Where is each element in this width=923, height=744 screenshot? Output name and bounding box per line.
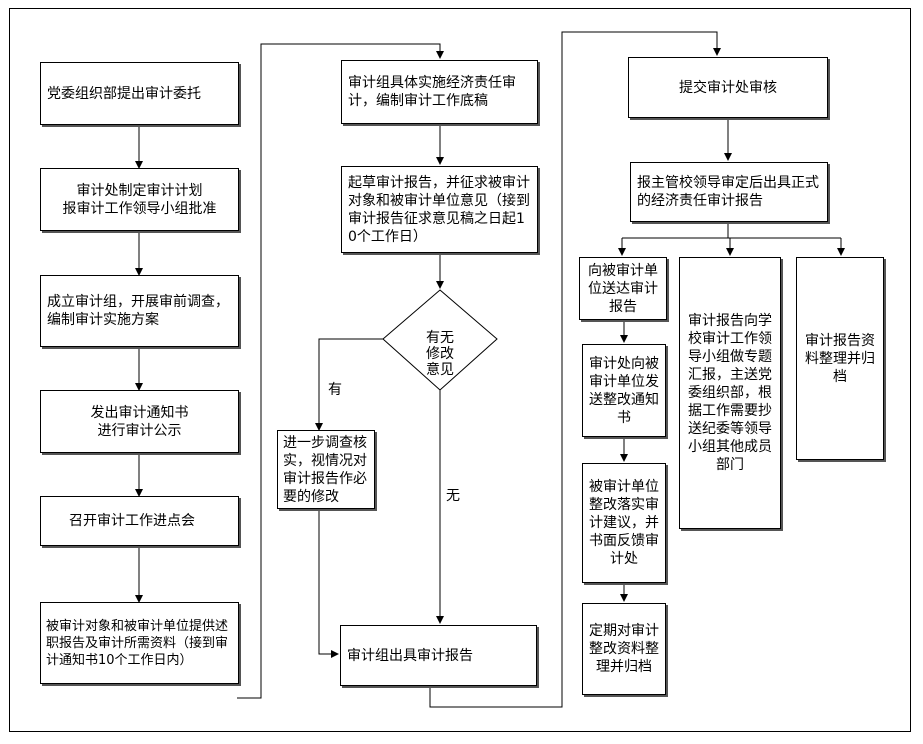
- step-submit-review-text: 提交审计处审核: [679, 79, 777, 96]
- step-audit-notice-text: 发出审计通知书 进行审计公示: [90, 404, 189, 439]
- decision-label-text: 有无 修改 意见: [426, 330, 454, 378]
- step-draft-report: 起草审计报告，并征求被审计对象和被审计单位意见（接到审计报告征求意见稿之日起10…: [341, 166, 538, 253]
- step-periodic-archive: 定期对审计整改资料整理并归档: [582, 603, 666, 695]
- step-audit-notice: 发出审计通知书 进行审计公示: [40, 390, 239, 453]
- step-implement-rectification-text: 被审计单位整改落实审计建议，并书面反馈审计处: [589, 479, 659, 567]
- no-label: 无: [446, 488, 460, 504]
- diagram-frame: [9, 8, 911, 732]
- decision-diamond: [382, 289, 498, 391]
- yes-label: 有: [328, 382, 342, 398]
- step-audit-plan: 审计处制定审计计划 报审计工作领导小组批准: [40, 168, 239, 231]
- arrow-yes-final: [318, 509, 339, 658]
- step-deliver-report-text: 向被审计单位送达审计报告: [588, 262, 658, 315]
- arrow-final-r1: [429, 31, 721, 708]
- step-entry-meeting: 召开审计工作进点会: [40, 496, 239, 546]
- step-audit-plan-text: 审计处制定审计计划 报审计工作领导小组批准: [62, 182, 217, 217]
- step-report-to-leaders: 审计报告向学校审计工作领导小组做专题汇报，主送党委组织部，根据工作需要抄送纪委等…: [679, 257, 781, 529]
- step-audit-commission-text: 党委组织部提出审计委托: [47, 85, 201, 102]
- step-archive-report: 审计报告资料整理并归档: [796, 257, 884, 460]
- step-implement-rectification: 被审计单位整改落实审计建议，并书面反馈审计处: [582, 463, 666, 583]
- decision-label: 有无 修改 意见: [405, 314, 475, 378]
- step-leader-approval: 报主管校领导审定后出具正式的经济责任审计报告: [630, 162, 828, 222]
- step-issue-report-text: 审计组出具审计报告: [347, 647, 473, 664]
- step-leader-approval-text: 报主管校领导审定后出具正式的经济责任审计报告: [637, 175, 819, 209]
- step-audit-commission: 党委组织部提出审计委托: [40, 62, 239, 125]
- step-form-audit-team-text: 成立审计组，开展审前调查，编制审计实施方案: [47, 294, 229, 328]
- step-implement-audit-text: 审计组具体实施经济责任审计，编制审计工作底稿: [348, 75, 516, 109]
- step-further-investigation: 进一步调查核实，视情况对审计报告作必要的修改: [277, 430, 375, 509]
- step-rectification-notice-text: 审计处向被审计单位发送整改通知书: [589, 355, 659, 426]
- step-entry-meeting-text: 召开审计工作进点会: [69, 513, 195, 529]
- step-provide-materials-text: 被审计对象和被审计单位提供述职报告及审计所需资料（接到审计通知书10个工作日内）: [46, 618, 229, 668]
- step-further-investigation-text: 进一步调查核实，视情况对审计报告作必要的修改: [283, 434, 367, 505]
- step-report-to-leaders-text: 审计报告向学校审计工作领导小组做专题汇报，主送党委组织部，根据工作需要抄送纪委等…: [688, 313, 772, 473]
- arrow-decision-yes: [315, 338, 383, 431]
- arrow-s6-m1: [237, 43, 444, 699]
- step-provide-materials: 被审计对象和被审计单位提供述职报告及审计所需资料（接到审计通知书10个工作日内）: [40, 602, 239, 684]
- step-submit-review: 提交审计处审核: [628, 57, 828, 118]
- step-periodic-archive-text: 定期对审计整改资料整理并归档: [589, 623, 659, 675]
- step-rectification-notice: 审计处向被审计单位发送整改通知书: [582, 344, 666, 437]
- step-form-audit-team: 成立审计组，开展审前调查，编制审计实施方案: [40, 275, 239, 347]
- step-issue-report: 审计组出具审计报告: [340, 625, 537, 686]
- step-implement-audit: 审计组具体实施经济责任审计，编制审计工作底稿: [341, 60, 538, 124]
- step-deliver-report: 向被审计单位送达审计报告: [579, 257, 667, 320]
- step-archive-report-text: 审计报告资料整理并归档: [805, 332, 875, 385]
- step-draft-report-text: 起草审计报告，并征求被审计对象和被审计单位意见（接到审计报告征求意见稿之日起10…: [348, 174, 530, 245]
